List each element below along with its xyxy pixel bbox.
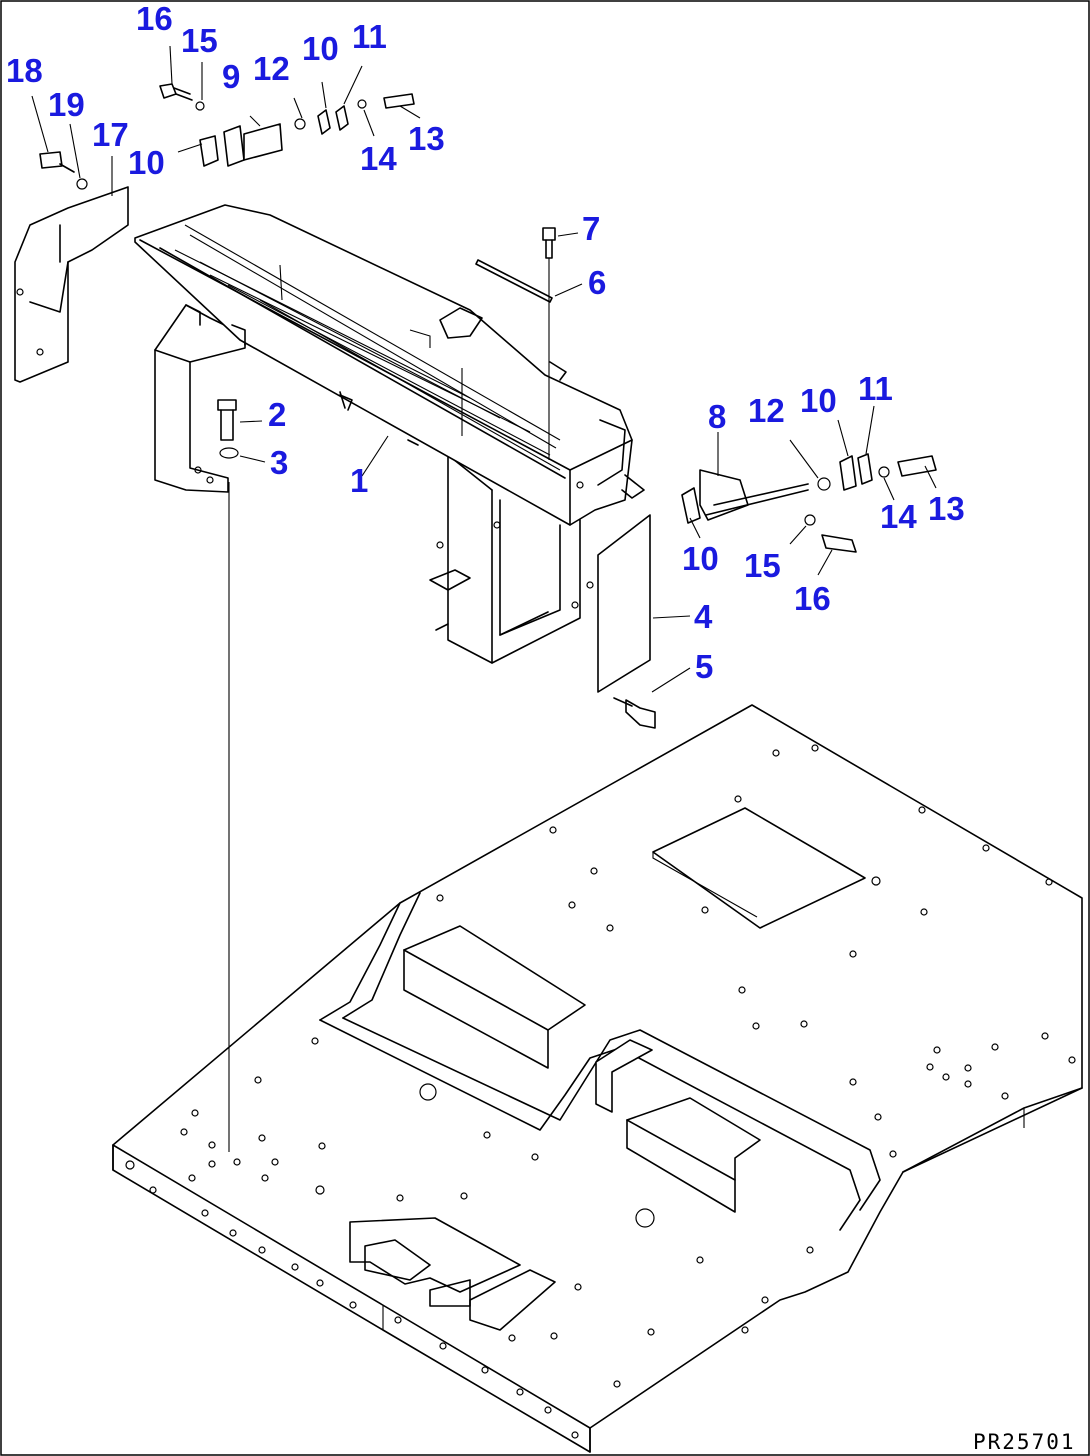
side-bracket <box>154 304 246 493</box>
callout-13-right: 13 <box>928 490 965 527</box>
callout-12-top: 12 <box>253 50 290 87</box>
callout-17: 17 <box>92 116 129 153</box>
callout-10-right: 10 <box>800 382 837 419</box>
leader-lines <box>31 45 937 693</box>
callout-10-left: 10 <box>128 144 165 181</box>
callout-2: 2 <box>268 396 286 433</box>
callout-3: 3 <box>270 444 288 481</box>
callout-19: 19 <box>48 86 85 123</box>
callout-15-right: 15 <box>744 547 781 584</box>
cover-panel <box>597 514 651 693</box>
bolts-misc <box>217 227 656 729</box>
callout-14-top: 14 <box>360 140 397 177</box>
right-hinge-hardware <box>681 453 937 553</box>
callout-16-right: 16 <box>794 580 831 617</box>
callout-10-top: 10 <box>302 30 339 67</box>
callout-10-bottom: 10 <box>682 540 719 577</box>
callout-15-top: 15 <box>181 22 218 59</box>
reference-code: PR25701 <box>973 1430 1076 1454</box>
callout-11-top: 11 <box>352 18 387 55</box>
callout-9: 9 <box>222 58 240 95</box>
callout-16-top: 16 <box>136 0 173 37</box>
callout-1: 1 <box>350 462 368 499</box>
callout-5: 5 <box>695 648 713 685</box>
callout-12-right: 12 <box>748 392 785 429</box>
floor-frame <box>112 704 1083 1453</box>
callout-4: 4 <box>694 598 713 635</box>
callout-8: 8 <box>708 398 726 435</box>
callout-11-right: 11 <box>858 370 893 407</box>
callout-7: 7 <box>582 210 600 247</box>
left-panel <box>14 186 129 383</box>
callouts: 1 2 3 4 5 6 7 8 9 10 10 10 10 11 11 12 1… <box>6 0 965 685</box>
callout-14-right: 14 <box>880 498 917 535</box>
top-left-hinge-hardware <box>39 83 415 190</box>
callout-6: 6 <box>588 264 606 301</box>
console-top <box>134 204 645 526</box>
callout-18: 18 <box>6 52 43 89</box>
callout-13-top: 13 <box>408 120 445 157</box>
